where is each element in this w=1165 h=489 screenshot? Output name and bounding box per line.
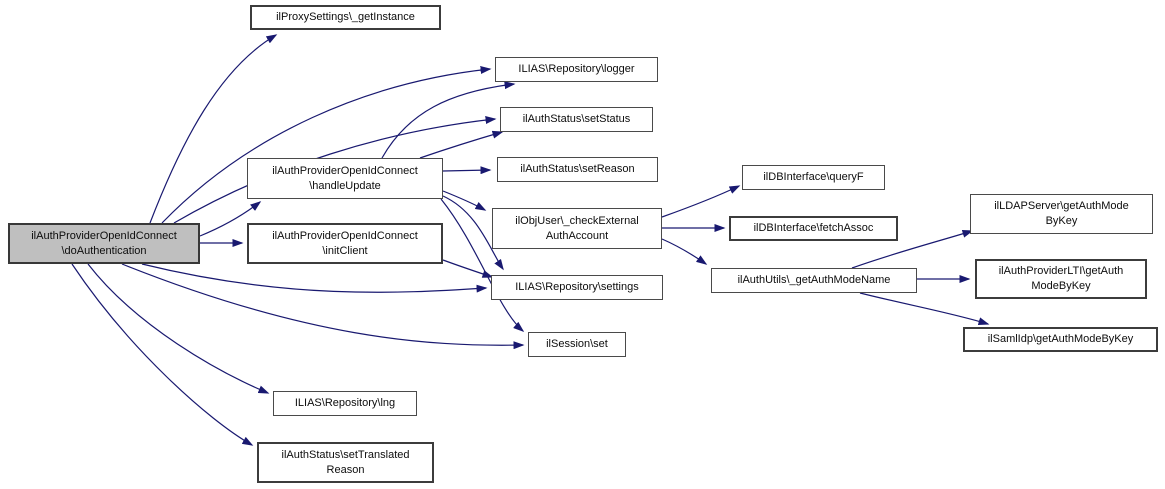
edge-init-settings	[442, 259, 494, 278]
node-ilsession-set[interactable]: ilSession\set	[528, 332, 626, 357]
edge-doauth-lng	[87, 263, 270, 394]
edge-doauth-session	[121, 263, 525, 350]
node-ilias-repository-logger[interactable]: ILIAS\Repository\logger	[495, 57, 658, 82]
edge-doauth-handle	[199, 201, 262, 237]
node-ilauthprovideropenidconnect-handleupdate[interactable]: ilAuthProviderOpenIdConnect \handleUpdat…	[247, 158, 443, 199]
edge-checkext-authmode	[661, 238, 708, 265]
node-ilias-repository-settings[interactable]: ILIAS\Repository\settings	[491, 275, 663, 300]
edge-authmode-saml	[859, 292, 990, 326]
node-ilsamlidp-getauthmodebykey[interactable]: ilSamlIdp\getAuthModeByKey	[963, 327, 1158, 352]
edge-doauth-settings	[141, 263, 488, 293]
node-illdapserver-getauthmodebykey[interactable]: ilLDAPServer\getAuthMode ByKey	[970, 194, 1153, 234]
node-ilauthproviderlti-getauthmodebykey[interactable]: ilAuthProviderLTI\getAuth ModeByKey	[975, 259, 1147, 299]
node-ilproxysettings-getinstance[interactable]: ilProxySettings\_getInstance	[250, 5, 441, 30]
node-ilauthstatus-settranslatedreason[interactable]: ilAuthStatus\setTranslated Reason	[257, 442, 434, 483]
node-ilauthprovideropenidconnect-initclient[interactable]: ilAuthProviderOpenIdConnect \initClient	[247, 223, 443, 264]
edge-authmode-ldap	[851, 229, 974, 269]
edge-handle-setstatus	[419, 130, 504, 159]
edge-doauth-proxy	[149, 34, 278, 224]
edge-handle-setreason	[442, 166, 492, 175]
node-ilauthstatus-setreason[interactable]: ilAuthStatus\setReason	[497, 157, 658, 182]
node-ilobjuser-checkexternalauthaccount[interactable]: ilObjUser\_checkExternal AuthAccount	[492, 208, 662, 249]
edge-doauth-transl	[71, 263, 254, 446]
node-ilauthutils-getauthmodename[interactable]: ilAuthUtils\_getAuthModeName	[711, 268, 917, 293]
edge-doauth-logger	[161, 66, 492, 224]
edge-checkext-queryf	[661, 185, 741, 218]
node-ilauthstatus-setstatus[interactable]: ilAuthStatus\setStatus	[500, 107, 653, 132]
node-ildbinterface-queryf[interactable]: ilDBInterface\queryF	[742, 165, 885, 190]
edge-handle-checkext	[442, 190, 487, 211]
node-ilauthprovideropenidconnect-doauthentication: ilAuthProviderOpenIdConnect \doAuthentic…	[8, 223, 200, 264]
edge-handle-settings	[442, 195, 504, 271]
node-ilias-repository-lng[interactable]: ILIAS\Repository\lng	[273, 391, 417, 416]
node-ildbinterface-fetchassoc[interactable]: ilDBInterface\fetchAssoc	[729, 216, 898, 241]
edge-doauth-setstatus	[173, 116, 497, 224]
edge-handle-logger	[381, 81, 516, 159]
